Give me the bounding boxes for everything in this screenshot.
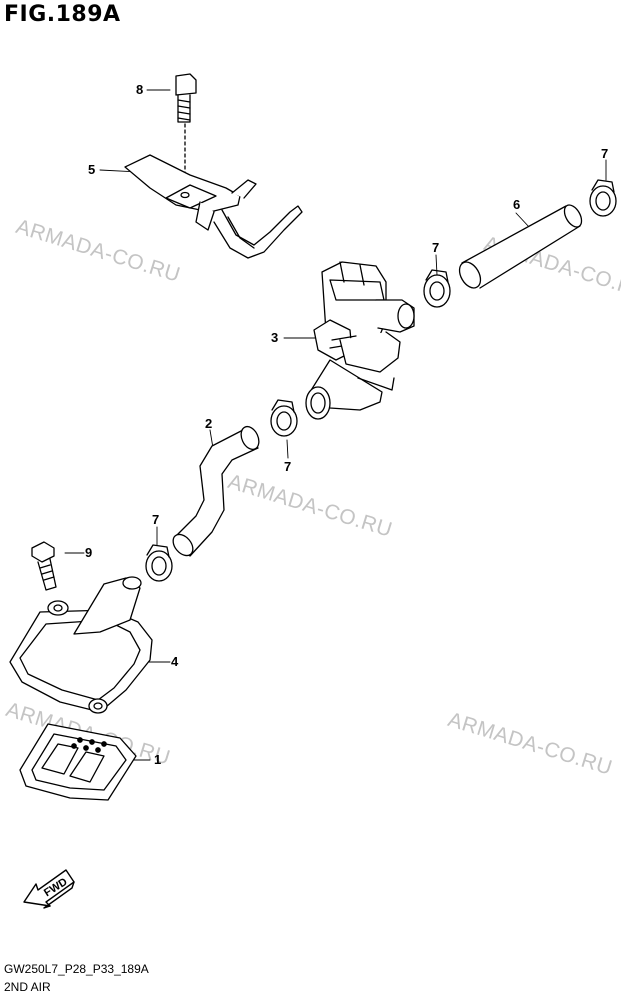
clamp-part-7-upper-right [589, 179, 617, 217]
callout-7: 7 [284, 459, 292, 474]
callout-2: 2 [205, 416, 213, 431]
callout-3: 3 [271, 330, 279, 345]
hose-part-2 [172, 425, 260, 557]
callout-5: 5 [88, 162, 96, 177]
callout-1: 1 [154, 752, 162, 767]
callout-9: 9 [85, 545, 93, 560]
forward-arrow-icon: FWD [23, 869, 75, 909]
clamp-part-7-lower [145, 544, 173, 582]
hose-part-6 [458, 204, 583, 289]
clamp-part-7-mid [270, 399, 298, 437]
reed-plate-part-1 [19, 723, 137, 801]
callout-7: 7 [152, 512, 160, 527]
clamp-part-7-mid-right [423, 269, 451, 308]
callout-4: 4 [171, 654, 179, 669]
callout-7: 7 [601, 146, 609, 161]
bracket-part-5 [124, 154, 303, 259]
callout-8: 8 [136, 82, 144, 97]
leader-lines [64, 89, 607, 761]
footer-name: 2ND AIR [4, 980, 51, 994]
footer-code: GW250L7_P28_P33_189A [4, 962, 149, 976]
callout-7: 7 [432, 240, 440, 255]
figure-title: FIG.189A [4, 2, 121, 27]
callout-6: 6 [513, 197, 521, 212]
valve-part-3 [305, 261, 415, 420]
screw-part-9 [31, 541, 57, 591]
cover-part-4 [9, 576, 153, 714]
